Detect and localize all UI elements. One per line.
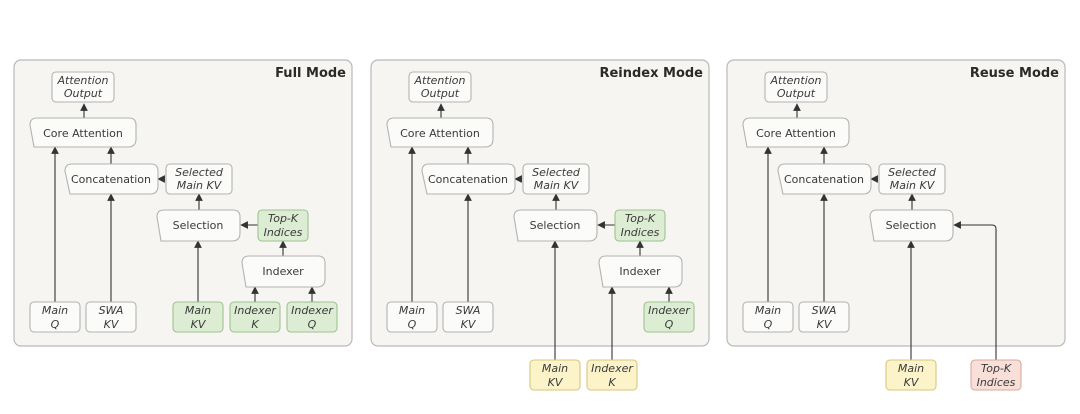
input-main-q: Main Q	[742, 301, 794, 333]
indexer-node: Indexer	[598, 255, 683, 288]
panel-reindex-mode: Reindex Mode Attention Output Core Atten…	[370, 59, 710, 391]
node-label-line2: KV	[548, 376, 564, 389]
node-label-line2: Indices	[264, 226, 303, 239]
input-swa-kv: SWA KV	[85, 301, 137, 333]
node-label-line1: SWA	[812, 304, 837, 317]
panel-full-mode: Full Mode Attention Output Core Attentio…	[13, 59, 353, 347]
selection-node: Selection	[869, 209, 954, 242]
node-label: Selection	[173, 219, 224, 232]
node-label: Indexer	[262, 265, 304, 278]
node-label: Concatenation	[784, 173, 864, 186]
external-input-main-kv: Main KV	[529, 359, 581, 391]
input-main-kv: Main KV	[172, 301, 224, 333]
node-label-line1: Main	[185, 304, 211, 317]
input-indexer-k: Indexer K	[229, 301, 281, 333]
node-label-line2: K	[608, 376, 616, 389]
selected-main-kv-node: Selected Main KV	[878, 163, 946, 195]
edges	[51, 103, 316, 302]
node-label-line1: Selected	[175, 166, 224, 179]
node-label-line2: Main KV	[177, 179, 223, 192]
input-indexer-q: Indexer Q	[643, 301, 695, 333]
node-label-line2: Q	[665, 318, 674, 331]
node-label-line1: Top-K	[981, 362, 1012, 375]
node-label-line1: Main	[542, 362, 568, 375]
node-label-line1: Indexer	[648, 304, 691, 317]
selection-node: Selection	[156, 209, 241, 242]
node-label-line2: Output	[64, 87, 103, 100]
edge-topk-to-selection	[953, 221, 997, 360]
node-label-line1: Attention	[57, 74, 109, 87]
node-label-line2: K	[251, 318, 259, 331]
node-label-line2: Indices	[621, 226, 660, 239]
node-label-line2: Indices	[977, 376, 1016, 389]
edges	[408, 103, 673, 360]
node-label-line2: Q	[408, 318, 417, 331]
node-label-line1: Selected	[888, 166, 937, 179]
node-label: Core Attention	[400, 127, 480, 140]
selection-node: Selection	[513, 209, 598, 242]
node-label: Selection	[530, 219, 581, 232]
node-label-line1: SWA	[456, 304, 481, 317]
selected-main-kv-node: Selected Main KV	[165, 163, 233, 195]
concatenation-node: Concatenation	[421, 163, 516, 195]
node-label-line2: KV	[104, 318, 120, 331]
indexer-node: Indexer	[241, 255, 326, 288]
core-attention-node: Core Attention	[29, 117, 137, 148]
concatenation-node: Concatenation	[777, 163, 872, 195]
node-label-line2: Q	[51, 318, 60, 331]
selected-main-kv-node: Selected Main KV	[522, 163, 590, 195]
attention-output-node: Attention Output	[408, 71, 472, 103]
node-label-line1: Main	[898, 362, 924, 375]
node-label-line1: Top-K	[268, 212, 299, 225]
node-label: Concatenation	[71, 173, 151, 186]
topk-indices-node: Top-K Indices	[614, 209, 666, 242]
input-main-q: Main Q	[29, 301, 81, 333]
core-attention-node: Core Attention	[386, 117, 494, 148]
node-label: Core Attention	[43, 127, 123, 140]
node-label-line2: Main KV	[890, 179, 936, 192]
input-main-q: Main Q	[386, 301, 438, 333]
node-label-line2: Q	[308, 318, 317, 331]
node-label: Indexer	[619, 265, 661, 278]
node-label-line1: Main	[42, 304, 68, 317]
edges	[764, 103, 997, 360]
node-label-line2: Main KV	[534, 179, 580, 192]
node-label-line1: Top-K	[625, 212, 656, 225]
concatenation-node: Concatenation	[64, 163, 159, 195]
external-input-indexer-k: Indexer K	[586, 359, 638, 391]
external-input-topk-indices: Top-K Indices	[970, 359, 1022, 391]
node-label: Core Attention	[756, 127, 836, 140]
panel-title: Reindex Mode	[599, 66, 703, 81]
external-input-main-kv: Main KV	[885, 359, 937, 391]
core-attention-node: Core Attention	[742, 117, 850, 148]
panel-reuse-mode: Reuse Mode Attention Output Core Attenti…	[726, 59, 1066, 391]
node-label-line2: Output	[777, 87, 816, 100]
input-indexer-q: Indexer Q	[286, 301, 338, 333]
node-label: Concatenation	[428, 173, 508, 186]
node-label-line1: Attention	[770, 74, 822, 87]
node-label-line1: SWA	[99, 304, 124, 317]
node-label: Selection	[886, 219, 937, 232]
node-label-line1: Indexer	[591, 362, 634, 375]
node-label-line2: KV	[817, 318, 833, 331]
node-label-line2: KV	[461, 318, 477, 331]
input-swa-kv: SWA KV	[442, 301, 494, 333]
attention-output-node: Attention Output	[51, 71, 115, 103]
node-label-line1: Main	[755, 304, 781, 317]
input-swa-kv: SWA KV	[798, 301, 850, 333]
node-label-line2: KV	[191, 318, 207, 331]
node-label-line1: Indexer	[291, 304, 334, 317]
node-label-line2: KV	[904, 376, 920, 389]
topk-indices-node: Top-K Indices	[257, 209, 309, 242]
panel-title: Reuse Mode	[970, 66, 1059, 81]
node-label-line2: Output	[421, 87, 460, 100]
node-label-line1: Attention	[414, 74, 466, 87]
panel-title: Full Mode	[275, 66, 346, 81]
node-label-line2: Q	[764, 318, 773, 331]
node-label-line1: Selected	[532, 166, 581, 179]
attention-output-node: Attention Output	[764, 71, 828, 103]
node-label-line1: Main	[399, 304, 425, 317]
node-label-line1: Indexer	[234, 304, 277, 317]
